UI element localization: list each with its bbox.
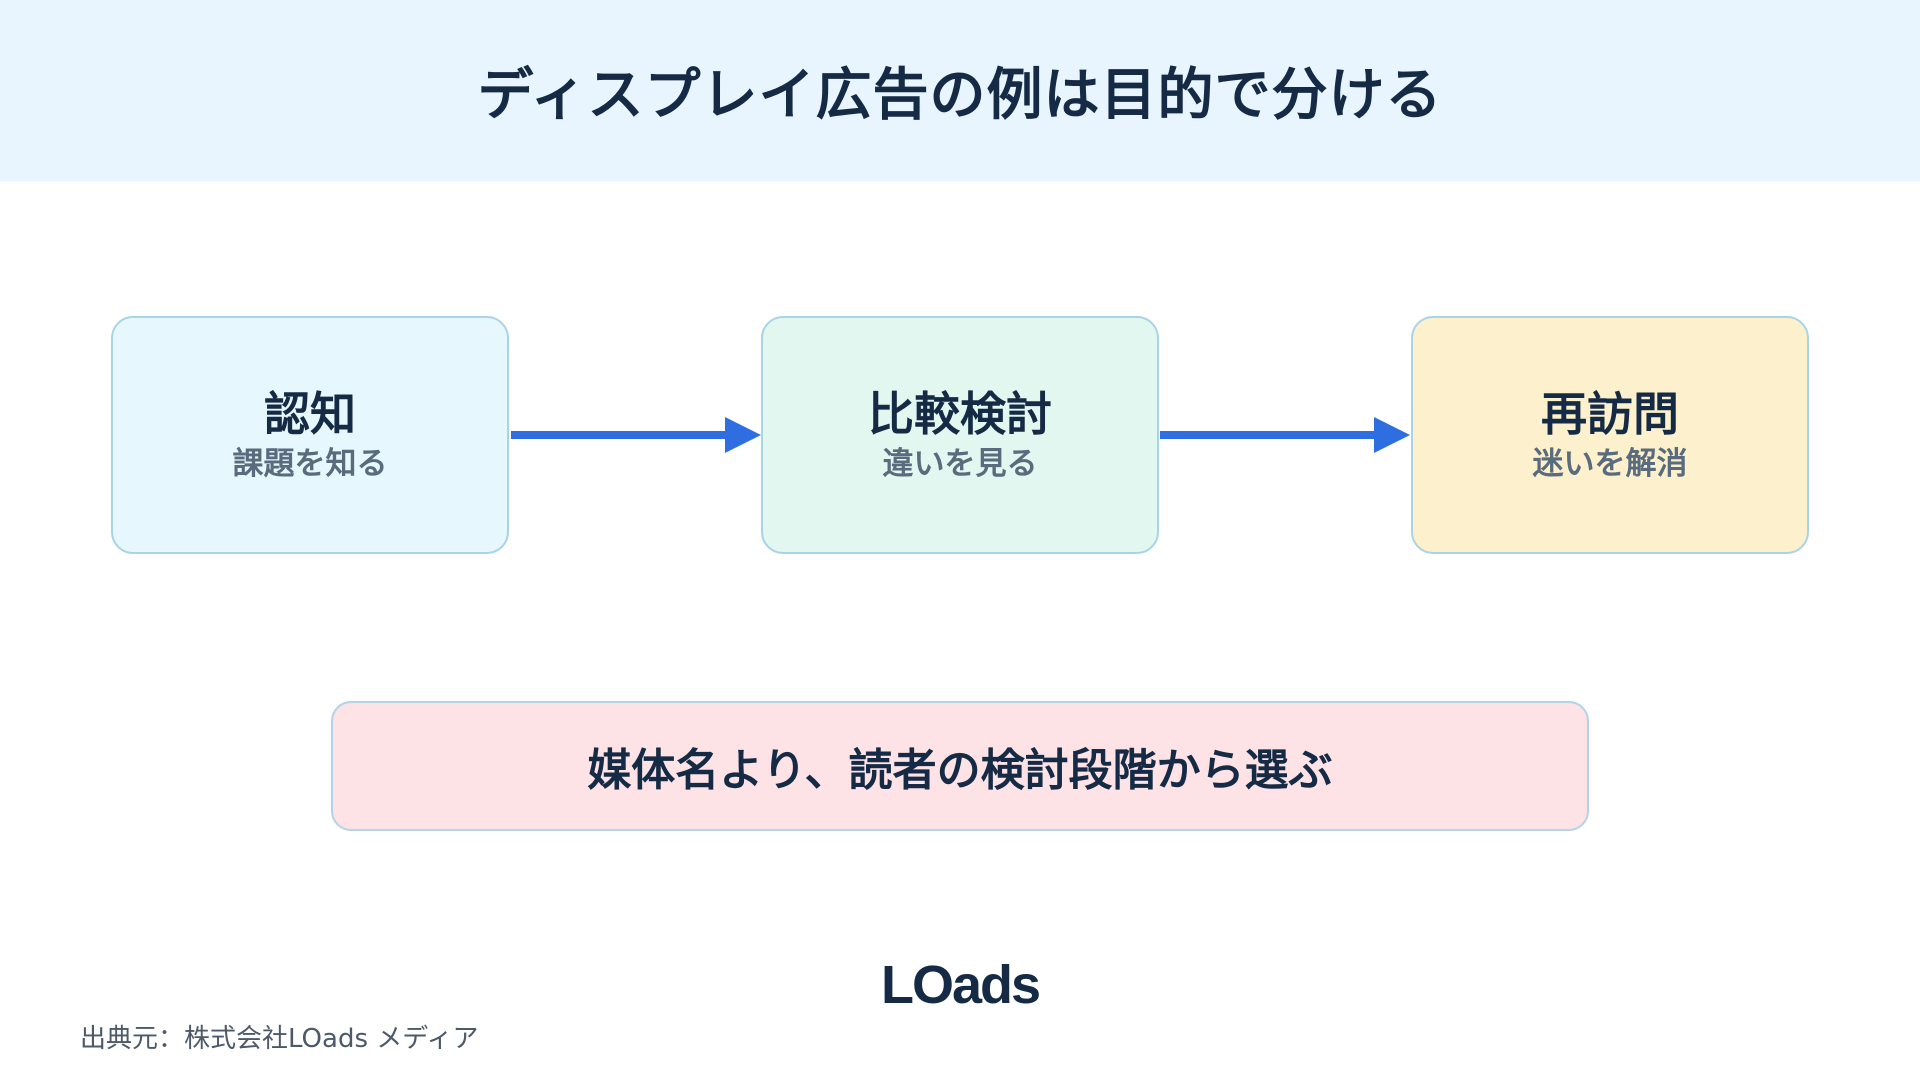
stage-name: 再訪問 (1541, 386, 1679, 441)
arrow-right-icon (1160, 417, 1410, 453)
stage-name: 比較検討 (868, 386, 1052, 441)
summary-box: 媒体名より、読者の検討段階から選ぶ (331, 701, 1589, 831)
stage-box-awareness: 認知 課題を知る (111, 316, 509, 554)
stage-subtitle: 迷いを解消 (1532, 446, 1688, 483)
arrow-right-icon (511, 417, 761, 453)
stage-subtitle: 違いを見る (882, 446, 1038, 483)
loads-logo: LOads (880, 955, 1041, 1015)
header-band (0, 0, 1920, 181)
source-credit: 出典元：株式会社LOads メディア (80, 1024, 479, 1054)
stage-box-revisit: 再訪問 迷いを解消 (1411, 316, 1809, 554)
page-title: ディスプレイ広告の例は目的で分ける (477, 63, 1443, 128)
stage-subtitle: 課題を知る (232, 446, 388, 483)
stage-name: 認知 (264, 386, 356, 441)
stage-box-consideration: 比較検討 違いを見る (761, 316, 1159, 554)
